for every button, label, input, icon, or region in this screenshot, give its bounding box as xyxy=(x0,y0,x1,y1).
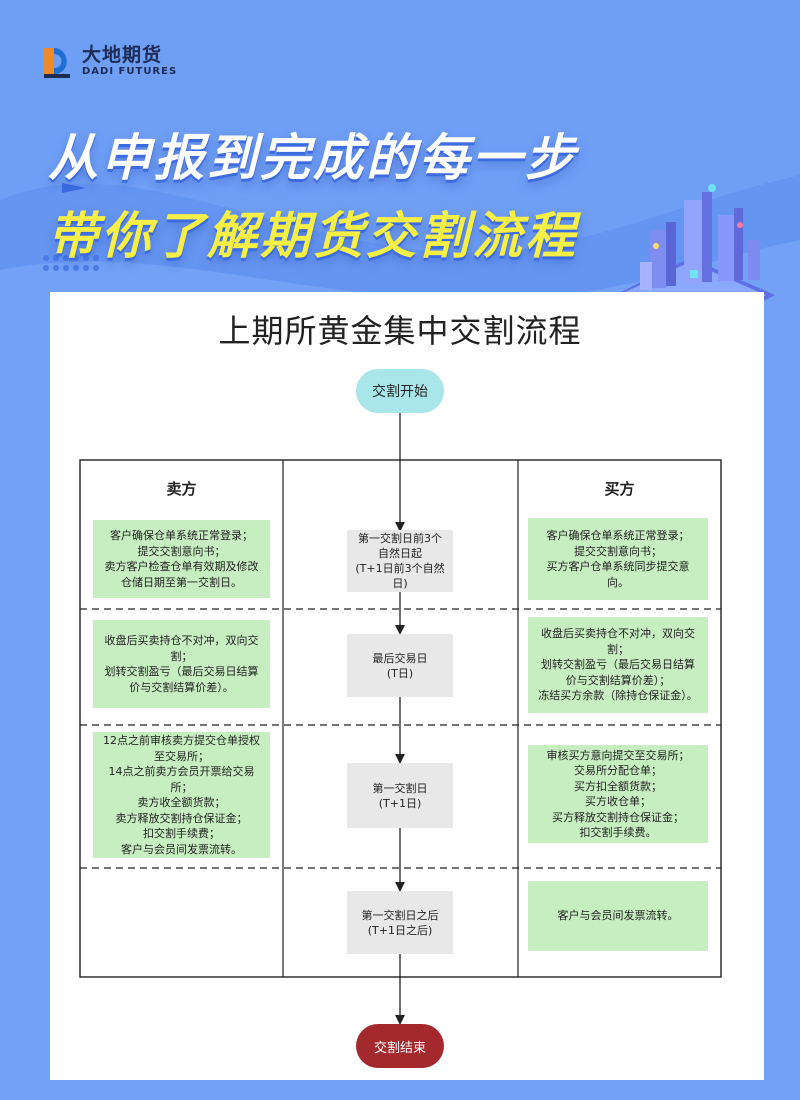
timeline-step-2: 最后交易日 (T日) xyxy=(347,634,453,697)
timeline-step-4-text: 第一交割日之后 (T+1日之后) xyxy=(361,908,439,937)
buyer-step-2: 收盘后买卖持仓不对冲，双向交割； 划转交割盈亏（最后交易日结算价与交割结算价差）… xyxy=(528,617,708,713)
timeline-step-2-text: 最后交易日 (T日) xyxy=(372,651,428,680)
buyer-step-1-text: 客户确保仓单系统正常登录； 提交交割意向书； 买方客户仓单系统同步提交意向。 xyxy=(546,529,690,589)
buyer-step-3: 审核买方意向提交至交易所； 交易所分配仓单； 买方扣全额货款； 买方收仓单； 买… xyxy=(528,745,708,843)
lane-header-seller: 卖方 xyxy=(166,480,197,498)
seller-step-2: 收盘后买卖持仓不对冲，双向交割； 划转交割盈亏（最后交易日结算价与交割结算价差）… xyxy=(93,620,270,708)
buyer-step-4: 客户与会员间发票流转。 xyxy=(528,881,708,951)
brand-logo: 大地期货 DADI FUTURES xyxy=(40,44,177,80)
buyer-step-4-text: 客户与会员间发票流转。 xyxy=(557,909,679,923)
timeline-step-1-text: 第一交割日前3个自然日起 (T+1日前3个自然日) xyxy=(355,532,445,590)
end-node: 交割结束 xyxy=(356,1024,444,1068)
seller-step-3-text: 12点之前审核卖方提交仓单授权至交易所； 14点之前卖方会员开票给交易所； 卖方… xyxy=(103,734,260,856)
buyer-step-3-text: 审核买方意向提交至交易所； 交易所分配仓单； 买方扣全额货款； 买方收仓单； 买… xyxy=(546,748,690,840)
buyer-step-1: 客户确保仓单系统正常登录； 提交交割意向书； 买方客户仓单系统同步提交意向。 xyxy=(528,518,708,600)
seller-step-1: 客户确保仓单系统正常登录； 提交交割意向书； 卖方客户检查仓单有效期及修改仓储日… xyxy=(93,520,270,598)
brand-name-en: DADI FUTURES xyxy=(82,66,178,77)
brand-name-cn: 大地期货 xyxy=(82,44,163,66)
diagram-title: 上期所黄金集中交割流程 xyxy=(218,312,582,350)
start-node: 交割开始 xyxy=(356,369,444,413)
seller-step-2-text: 收盘后买卖持仓不对冲，双向交割； 划转交割盈亏（最后交易日结算价与交割结算价差）… xyxy=(104,634,259,694)
lane-header-buyer: 买方 xyxy=(604,480,635,498)
headline-line-2: 带你了解期货交割流程 xyxy=(48,207,578,265)
brand-logo-icon xyxy=(44,48,70,78)
timeline-step-3: 第一交割日 (T+1日) xyxy=(347,763,453,828)
timeline-step-1: 第一交割日前3个自然日起 (T+1日前3个自然日) xyxy=(347,530,453,592)
headline-line-1: 从申报到完成的每一步 xyxy=(48,129,578,187)
buyer-step-2-text: 收盘后买卖持仓不对冲，双向交割； 划转交割盈亏（最后交易日结算价与交割结算价差）… xyxy=(538,627,698,703)
timeline-step-4: 第一交割日之后 (T+1日之后) xyxy=(347,891,453,954)
seller-step-3: 12点之前审核卖方提交仓单授权至交易所； 14点之前卖方会员开票给交易所； 卖方… xyxy=(93,732,270,858)
seller-step-1-text: 客户确保仓单系统正常登录； 提交交割意向书； 卖方客户检查仓单有效期及修改仓储日… xyxy=(104,529,259,589)
timeline-step-3-text: 第一交割日 (T+1日) xyxy=(372,781,428,810)
